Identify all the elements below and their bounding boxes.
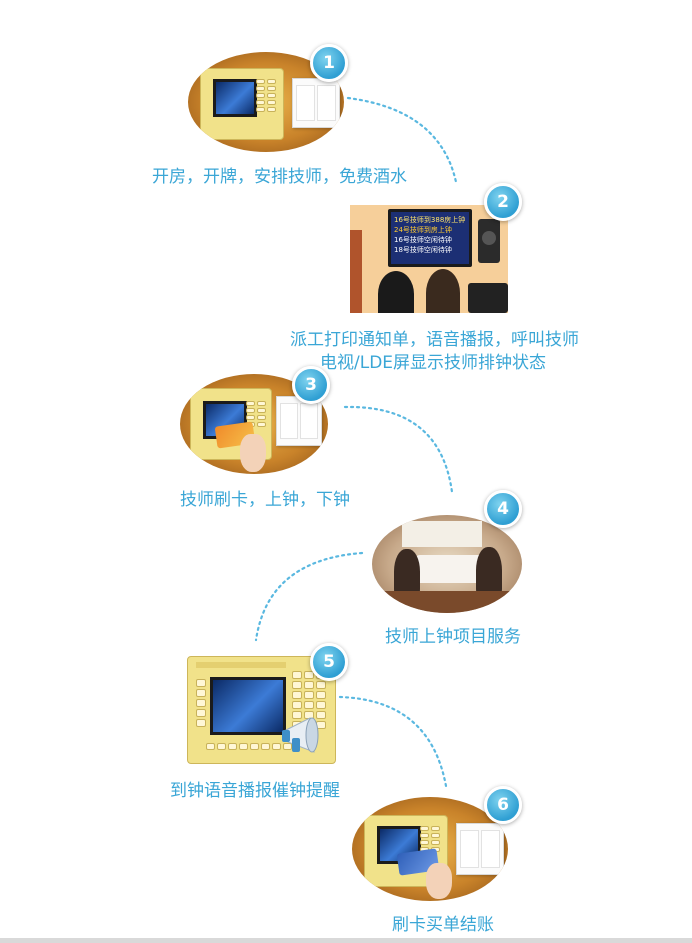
step-6-light-switch [456,823,504,875]
step-6-badge: 6 [484,786,522,824]
connector-arc-1-2 [346,96,458,184]
step-1-terminal-screen [213,79,257,117]
step-1-keypad [256,79,276,112]
step-2-caption-line-2: 电视/LDE屏显示技师排钟状态 [320,353,547,373]
tv-line-4: 18号技师空闲待钟 [394,246,452,254]
tv-line-2: 24号技师到房上钟 [394,226,452,234]
connector-arc-5-6 [338,695,448,788]
step-2-wall-door [350,230,362,313]
connector-arc-4-5 [254,551,364,642]
step-3-image [180,374,328,474]
step-2-speaker [478,219,500,263]
step-2-person-left [378,271,414,313]
step-6-image [352,797,508,901]
step-2-caption-line-1: 派工打印通知单，语音播报，呼叫技师 [290,330,579,350]
step-3-hand [240,434,266,472]
step-1-badge: 1 [310,44,348,82]
step-5-bottom-keys [206,743,292,750]
step-4-bed [414,555,484,583]
connector-arc-3-4 [343,405,454,494]
step-3-badge: 3 [292,366,330,404]
step-2-badge: 2 [484,183,522,221]
tv-line-3: 16号技师空闲待钟 [394,236,452,244]
step-1-light-switch [292,78,340,128]
step-5-terminal-screen [210,677,286,735]
step-2-tv: 16号技师到388房上钟 24号技师到房上钟 16号技师空闲待钟 18号技师空闲… [388,209,472,267]
step-6-hand [426,863,452,899]
step-4-badge: 4 [484,490,522,528]
step-4-caption: 技师上钟项目服务 [385,627,521,647]
step-4-therapist-left [394,549,420,599]
step-2-person-right [426,269,460,313]
step-5-terminal-topbar [196,662,286,668]
step-2-printer [468,283,508,313]
step-4-image [372,515,522,613]
megaphone-icon [280,712,328,758]
step-1-caption: 开房，开牌，安排技师，免费酒水 [152,167,407,187]
step-2-tv-screen: 16号技师到388房上钟 24号技师到房上钟 16号技师空闲待钟 18号技师空闲… [391,212,469,264]
step-1-image [188,52,344,152]
step-5-caption: 到钟语音播报催钟提醒 [170,781,340,801]
step-5-left-keys [196,679,206,727]
step-4-window [402,521,482,547]
step-3-caption: 技师刷卡，上钟，下钟 [180,490,350,510]
step-4-floor [372,591,522,613]
step-5-badge: 5 [310,643,348,681]
step-4-therapist-right [476,547,502,599]
bottom-strip [0,938,692,943]
step-1-terminal [200,68,284,140]
step-6-caption: 刷卡买单结账 [392,915,494,935]
step-2-image: 16号技师到388房上钟 24号技师到房上钟 16号技师空闲待钟 18号技师空闲… [350,205,508,313]
step-3-light-switch [276,396,322,446]
tv-line-1: 16号技师到388房上钟 [394,216,466,224]
